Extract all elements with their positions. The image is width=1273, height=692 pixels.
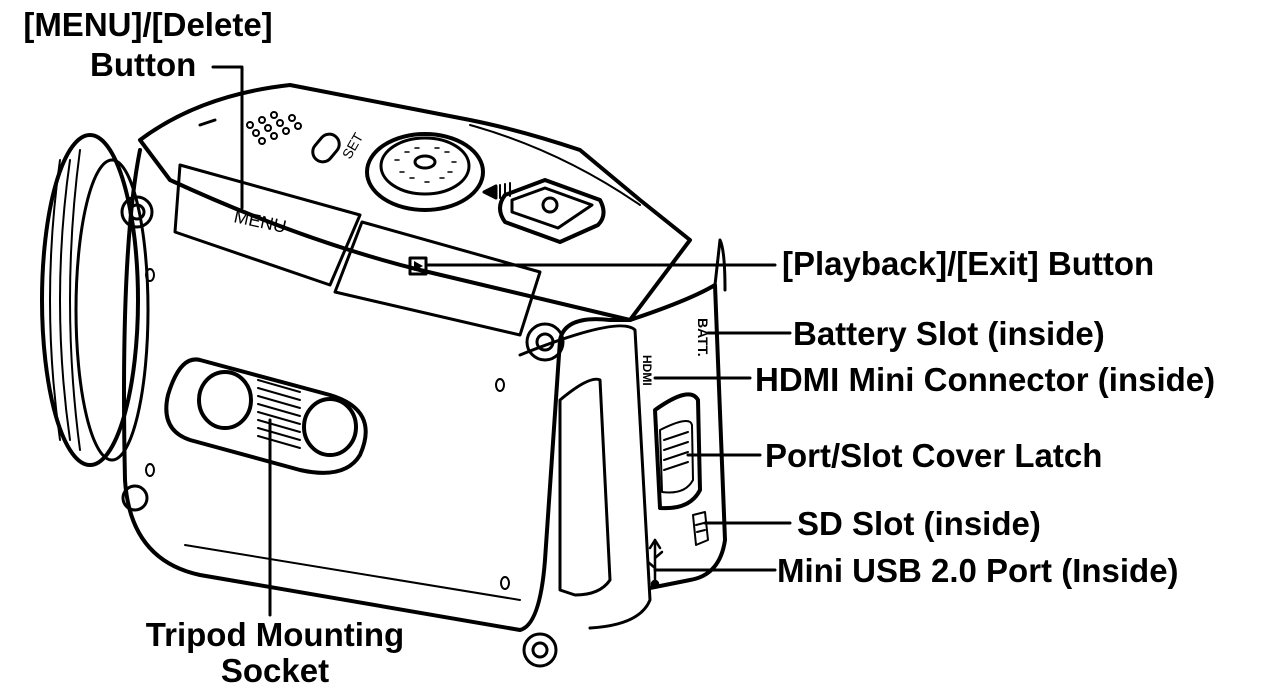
- speaker-grille: [246, 111, 302, 145]
- label-battery: Battery Slot (inside): [793, 315, 1105, 352]
- label-latch: Port/Slot Cover Latch: [765, 437, 1103, 474]
- batt-marking: BATT.: [695, 318, 711, 357]
- power-button: [498, 178, 606, 244]
- side-panel: [518, 238, 727, 630]
- label-usb: Mini USB 2.0 Port (Inside): [777, 552, 1179, 589]
- camera-top: [138, 83, 692, 322]
- label-menu-delete: [MENU]/[Delete]: [8, 7, 288, 43]
- label-tripod: Tripod Mounting Socket: [85, 617, 465, 689]
- lens: [40, 133, 150, 467]
- set-marking: SET: [339, 130, 367, 162]
- sd-icon: [692, 511, 709, 546]
- label-hdmi: HDMI Mini Connector (inside): [755, 361, 1216, 398]
- mode-dial: [365, 132, 485, 212]
- usb-icon: [646, 538, 664, 589]
- vent-holes: [145, 268, 510, 590]
- set-button: [311, 132, 341, 164]
- hdmi-marking: HDMI: [640, 355, 654, 386]
- menu-button: [173, 163, 362, 287]
- label-tripod-line2: Socket: [220, 652, 330, 689]
- label-sd: SD Slot (inside): [797, 505, 1041, 542]
- leader-lines: [211, 65, 792, 617]
- leader-menu: [211, 65, 244, 210]
- label-playback: [Playback]/[Exit] Button: [782, 245, 1155, 282]
- label-menu-line1: [MENU]/[Delete]: [23, 6, 273, 43]
- playback-button: [333, 220, 542, 337]
- cover-latch: [653, 392, 702, 511]
- tripod-socket: [164, 357, 368, 475]
- play-pause-marker: [482, 182, 511, 200]
- menu-marking: MENU: [232, 206, 288, 237]
- label-menu-line2: Button: [90, 46, 197, 83]
- label-tripod-line1: Tripod Mounting: [145, 616, 405, 653]
- screws: [120, 195, 565, 668]
